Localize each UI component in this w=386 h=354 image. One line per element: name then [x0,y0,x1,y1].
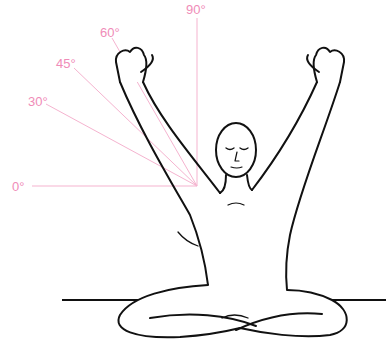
hand [116,48,146,82]
angle-line [112,38,197,186]
angle-label: 90° [186,2,206,17]
angle-label: 60° [100,25,120,40]
angle-line [74,68,197,186]
angle-label: 45° [56,56,76,71]
arm [252,82,317,190]
thumb [141,55,153,72]
hand [314,48,344,82]
neck [220,175,226,193]
leg-line [236,313,322,330]
collarbone [228,203,244,205]
thumb [307,55,319,72]
angle-lines [32,18,197,186]
foot [222,315,248,318]
leg-line [150,315,256,326]
angle-label: 30° [28,94,48,109]
angle-line [46,104,197,186]
arm [120,82,208,285]
neck [247,175,252,190]
arm [286,82,340,290]
seated-figure [116,48,347,338]
arm [143,82,220,193]
torso-line [178,232,198,246]
head [216,123,256,177]
mouth [231,167,242,168]
angle-line [197,18,198,186]
angle-label: 0° [12,179,24,194]
closed-eyes [226,148,248,150]
crossed-legs [118,285,346,337]
nose [235,152,239,161]
